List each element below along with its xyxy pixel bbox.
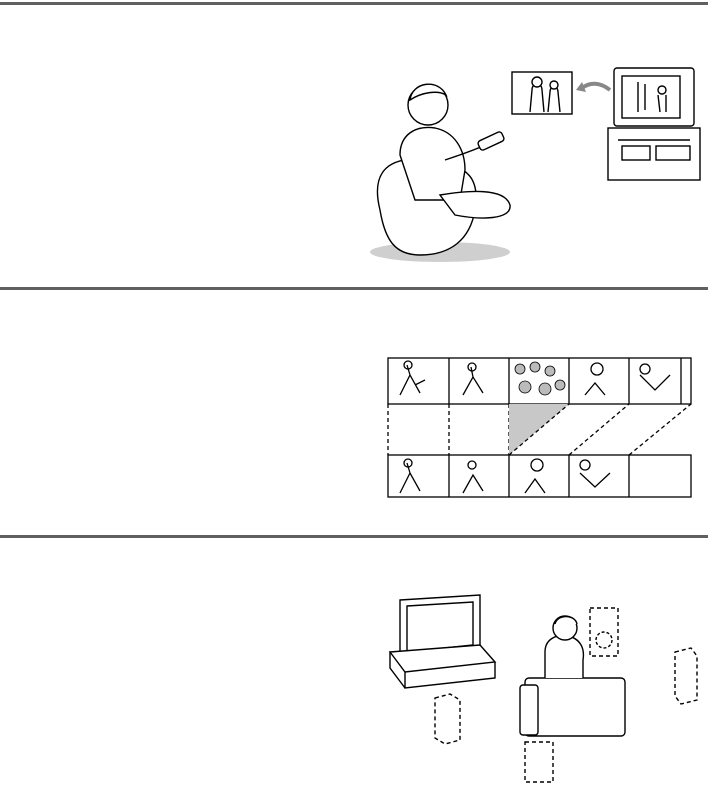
remote-viewing-illustration — [360, 60, 705, 270]
section-divider-middle — [0, 287, 708, 290]
section-divider-bottom — [0, 535, 708, 538]
video-filmstrip-illustration — [385, 355, 695, 500]
section-divider-top — [0, 2, 708, 5]
surround-setup-illustration — [385, 590, 705, 785]
